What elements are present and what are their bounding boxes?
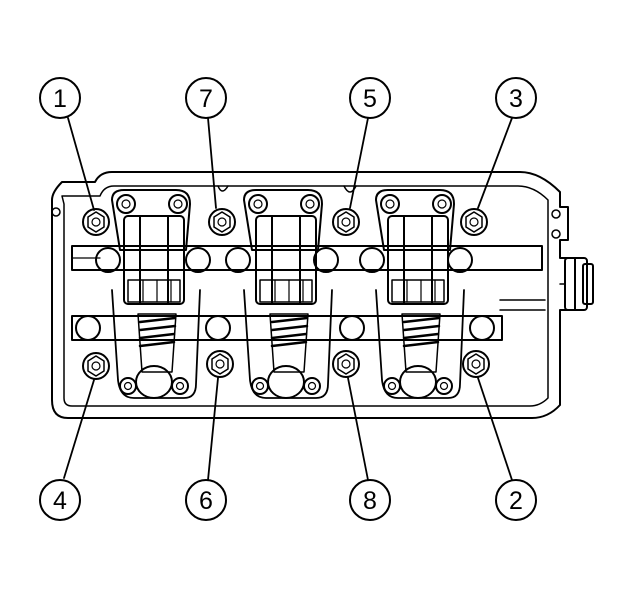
cylinder-head-outline — [51, 171, 594, 419]
head-bolt-6 — [206, 350, 234, 378]
callout-2: 2 — [495, 479, 537, 521]
head-bolt-4 — [82, 352, 110, 380]
head-bolt-7 — [208, 208, 236, 236]
rocker-arm-assembly-2 — [243, 189, 333, 399]
head-bolts — [82, 208, 490, 380]
svg-text:3: 3 — [509, 85, 523, 113]
rocker-arm-assembly-1 — [111, 189, 201, 399]
svg-text:2: 2 — [509, 487, 523, 515]
rocker-arm-assembly-3 — [375, 189, 465, 399]
callout-5: 5 — [349, 77, 391, 119]
head-bolt-2 — [462, 350, 490, 378]
head-bolt-8 — [332, 350, 360, 378]
svg-text:8: 8 — [363, 487, 377, 515]
callout-7: 7 — [185, 77, 227, 119]
head-bolt-3 — [460, 208, 488, 236]
head-bolt-1 — [82, 208, 110, 236]
svg-text:6: 6 — [199, 487, 213, 515]
leader-lines — [63, 117, 513, 481]
head-bolt-5 — [332, 208, 360, 236]
callout-8: 8 — [349, 479, 391, 521]
sequence-callouts: 1 7 5 3 4 6 8 2 — [39, 77, 537, 521]
upper-shaft-supports — [95, 247, 473, 273]
callout-4: 4 — [39, 479, 81, 521]
svg-text:4: 4 — [53, 487, 67, 515]
callout-3: 3 — [495, 77, 537, 119]
svg-text:1: 1 — [53, 85, 67, 113]
svg-text:7: 7 — [199, 85, 213, 113]
svg-text:5: 5 — [363, 85, 377, 113]
callout-1: 1 — [39, 77, 81, 119]
callout-6: 6 — [185, 479, 227, 521]
lower-shaft-supports — [75, 315, 495, 341]
